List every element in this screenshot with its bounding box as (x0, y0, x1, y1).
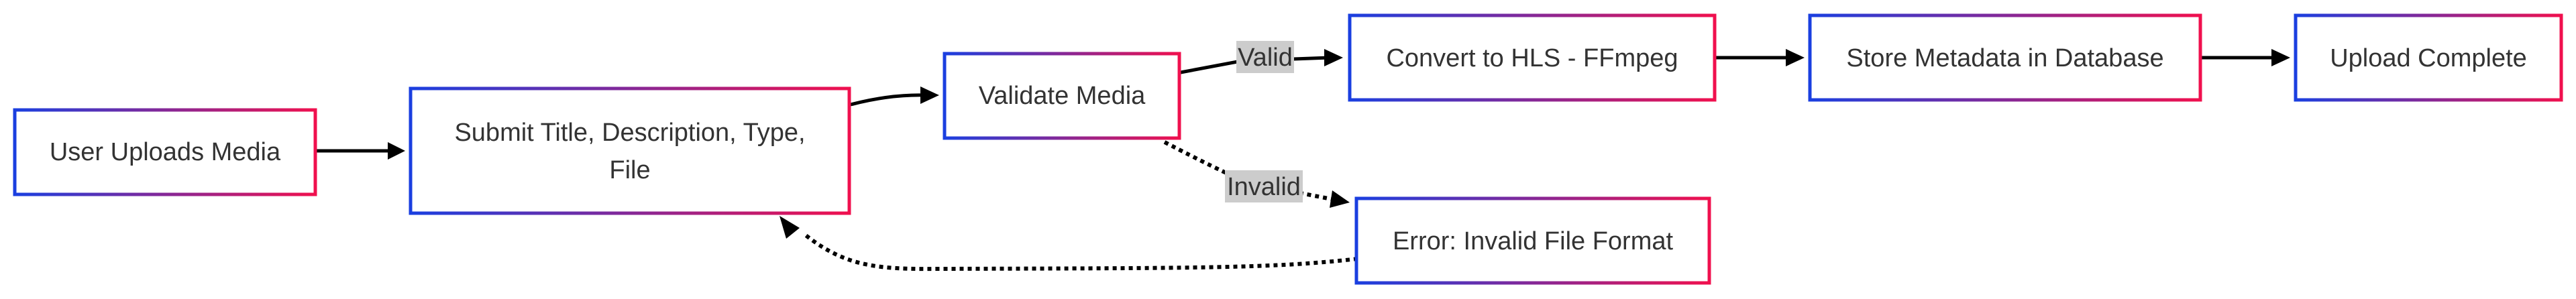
edge-error-to-submit (804, 233, 1358, 272)
edge-label-invalid-bg (1225, 170, 1303, 202)
arrowhead-error-to-submit (780, 216, 800, 239)
node-validate-media: Validate Media (943, 52, 1181, 140)
edge-label-valid: Valid (1236, 41, 1294, 73)
node-upload-complete-box (2294, 13, 2563, 102)
node-convert-hls-box (1348, 13, 1717, 102)
arrowhead-validate-to-convert (1324, 49, 1343, 66)
node-user-uploads-media-box (13, 108, 317, 196)
node-store-metadata: Store Metadata in Database (1808, 13, 2202, 102)
edge-label-valid-text: Valid (1238, 44, 1293, 72)
node-validate-media-box (943, 52, 1181, 140)
node-upload-complete-label: Upload Complete (2330, 44, 2527, 72)
arrowhead-upload-to-submit (388, 142, 405, 160)
node-submit-details: Submit Title, Description, Type, File (409, 86, 851, 215)
node-user-uploads-media-label: User Uploads Media (50, 138, 281, 166)
node-error-invalid-format-label: Error: Invalid File Format (1393, 227, 1674, 255)
arrowhead-convert-to-store (1786, 49, 1805, 66)
node-convert-hls: Convert to HLS - FFmpeg (1348, 13, 1717, 102)
node-submit-details-label-line2: File (609, 156, 650, 184)
node-submit-details-label-line1: Submit Title, Description, Type, (454, 119, 805, 147)
node-upload-complete: Upload Complete (2294, 13, 2563, 102)
edge-label-invalid: Invalid (1225, 170, 1303, 202)
node-validate-media-label: Validate Media (979, 82, 1146, 110)
node-store-metadata-label: Store Metadata in Database (1846, 44, 2163, 72)
node-error-invalid-format: Error: Invalid File Format (1354, 196, 1711, 285)
node-store-metadata-box (1808, 13, 2202, 102)
arrowhead-store-to-complete (2271, 49, 2290, 66)
node-error-invalid-format-box (1354, 196, 1711, 285)
edge-submit-to-validate (850, 93, 926, 107)
node-convert-hls-label: Convert to HLS - FFmpeg (1386, 44, 1678, 72)
node-user-uploads-media: User Uploads Media (13, 108, 317, 196)
node-submit-details-box (409, 86, 851, 215)
arrowhead-submit-to-validate (920, 86, 939, 104)
edge-label-valid-bg (1236, 41, 1294, 73)
edge-label-invalid-text: Invalid (1227, 173, 1301, 201)
arrowhead-validate-to-error (1330, 190, 1350, 208)
